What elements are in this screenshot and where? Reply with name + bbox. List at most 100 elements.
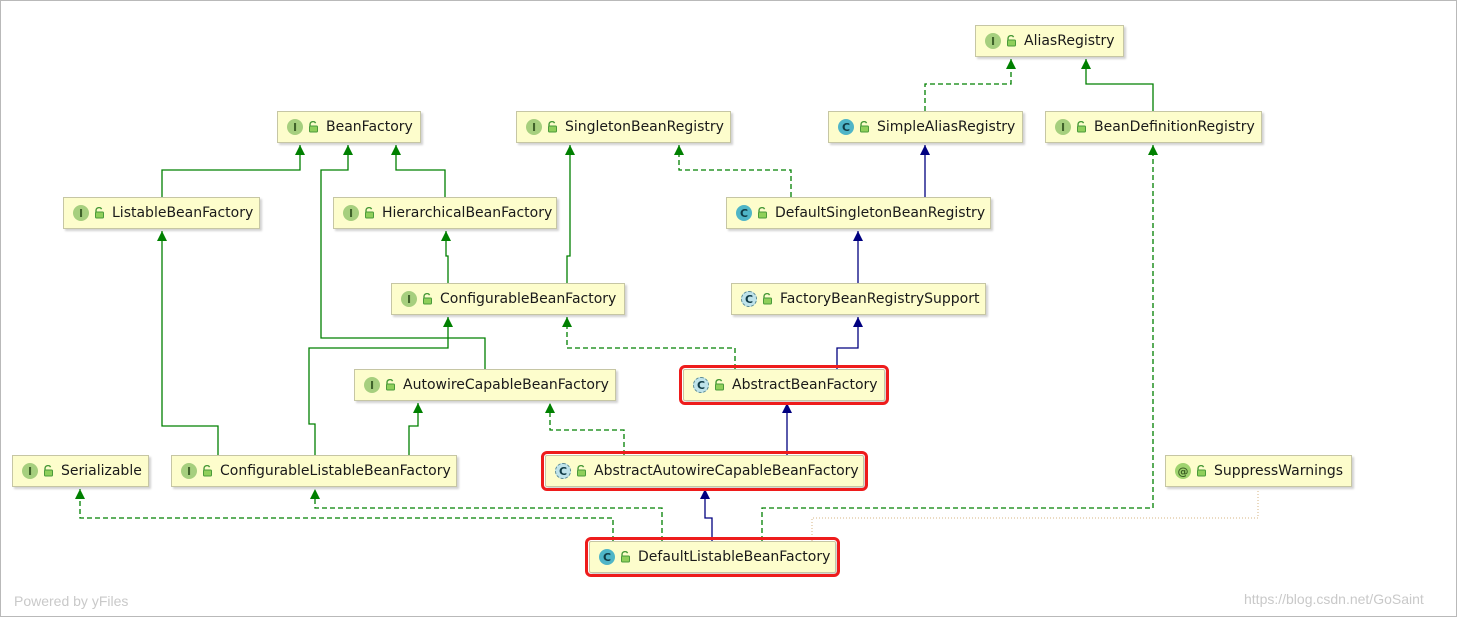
abstract-class-icon: C <box>741 291 757 307</box>
arrowhead-icon <box>565 145 575 155</box>
arrowhead-icon <box>157 231 167 241</box>
public-access-icon <box>715 379 724 391</box>
interface-icon: I <box>401 291 417 307</box>
public-access-icon <box>763 293 772 305</box>
node-label: BeanDefinitionRegistry <box>1094 119 1255 135</box>
arrowhead-icon <box>1081 59 1091 69</box>
node-label: AliasRegistry <box>1024 33 1115 49</box>
arrowhead-icon <box>443 317 453 327</box>
interface-icon: I <box>287 119 303 135</box>
node-label: HierarchicalBeanFactory <box>382 205 553 221</box>
interface-icon: I <box>985 33 1001 49</box>
node-label: DefaultListableBeanFactory <box>638 549 831 565</box>
arrowhead-icon <box>413 403 423 413</box>
edge-defaultlistable-serializable <box>79 489 614 541</box>
node-alias-registry[interactable]: I AliasRegistry <box>975 25 1124 57</box>
node-suppress-warnings[interactable]: @ SuppressWarnings <box>1165 455 1352 487</box>
public-access-icon <box>423 293 432 305</box>
public-access-icon <box>386 379 395 391</box>
edge-autowire-beanfactory <box>320 145 486 369</box>
arrowhead-icon <box>674 145 684 155</box>
arrowhead-icon <box>545 403 555 413</box>
arrowhead-icon <box>441 231 451 241</box>
node-label: SimpleAliasRegistry <box>877 119 1016 135</box>
node-listable-bean-factory[interactable]: I ListableBeanFactory <box>63 197 260 229</box>
edge-conflistable-listable <box>161 231 219 455</box>
node-label: BeanFactory <box>326 119 413 135</box>
node-simple-alias-registry[interactable]: C SimpleAliasRegistry <box>828 111 1023 143</box>
public-access-icon <box>1077 121 1086 133</box>
node-label: ListableBeanFactory <box>112 205 254 221</box>
public-access-icon <box>548 121 557 133</box>
node-bean-definition-registry[interactable]: I BeanDefinitionRegistry <box>1045 111 1262 143</box>
public-access-icon <box>203 465 212 477</box>
node-configurable-listable-bean-factory[interactable]: I ConfigurableListableBeanFactory <box>171 455 457 487</box>
arrowhead-icon <box>700 489 710 499</box>
edge-defaultlistable-abstractautowire <box>704 489 713 541</box>
interface-icon: I <box>364 377 380 393</box>
node-abstract-bean-factory[interactable]: C AbstractBeanFactory <box>679 365 889 405</box>
arrowhead-icon <box>1148 145 1158 155</box>
class-icon: C <box>736 205 752 221</box>
arrowhead-icon <box>920 145 930 155</box>
arrowhead-icon <box>391 145 401 155</box>
edge-listable-beanfactory <box>161 145 301 197</box>
interface-icon: I <box>1055 119 1071 135</box>
public-access-icon <box>309 121 318 133</box>
edge-beandefreg-aliasregistry <box>1085 59 1154 111</box>
edge-simplealias-aliasregistry <box>924 59 1012 111</box>
edge-hierarchical-beanfactory <box>395 145 446 197</box>
abstract-class-icon: C <box>693 377 709 393</box>
arrowhead-icon <box>1006 59 1016 69</box>
arrowhead-icon <box>310 489 320 499</box>
node-label: SuppressWarnings <box>1214 463 1344 479</box>
public-access-icon <box>95 207 104 219</box>
node-abstract-autowire-capable-bean-factory[interactable]: C AbstractAutowireCapableBeanFactory <box>541 451 868 491</box>
public-access-icon <box>621 551 630 563</box>
interface-icon: I <box>22 463 38 479</box>
edge-configurable-singleton <box>566 145 571 283</box>
public-access-icon <box>860 121 869 133</box>
abstract-class-icon: C <box>555 463 571 479</box>
arrowhead-icon <box>343 145 353 155</box>
class-icon: C <box>838 119 854 135</box>
node-label: AutowireCapableBeanFactory <box>403 377 609 393</box>
node-label: ConfigurableListableBeanFactory <box>220 463 451 479</box>
node-label: SingletonBeanRegistry <box>565 119 724 135</box>
node-label: AbstractBeanFactory <box>732 377 878 393</box>
arrowhead-icon <box>782 403 792 413</box>
node-serializable[interactable]: I Serializable <box>12 455 149 487</box>
node-label: DefaultSingletonBeanRegistry <box>775 205 986 221</box>
node-autowire-capable-bean-factory[interactable]: I AutowireCapableBeanFactory <box>354 369 616 401</box>
node-hierarchical-bean-factory[interactable]: I HierarchicalBeanFactory <box>333 197 557 229</box>
edge-configurable-hierarchical <box>445 231 449 283</box>
public-access-icon <box>44 465 53 477</box>
edge-defaultlistable-suppresswarnings <box>811 489 1259 541</box>
arrowhead-icon <box>75 489 85 499</box>
edge-abstractbf-configurable <box>566 317 736 369</box>
edge-abstractbf-factorysupport <box>836 317 859 369</box>
watermark-url: https://blog.csdn.net/GoSaint <box>1244 591 1424 607</box>
edge-abstractautowire-autowire <box>549 403 625 455</box>
node-label: AbstractAutowireCapableBeanFactory <box>594 463 859 479</box>
edge-defaultlistable-conflistable <box>314 489 663 541</box>
edge-defaultlistable-beandefreg <box>761 145 1154 541</box>
node-factory-bean-registry-support[interactable]: C FactoryBeanRegistrySupport <box>731 283 986 315</box>
node-singleton-bean-registry[interactable]: I SingletonBeanRegistry <box>516 111 731 143</box>
node-default-listable-bean-factory[interactable]: C DefaultListableBeanFactory <box>585 537 840 577</box>
interface-icon: I <box>526 119 542 135</box>
edge-defsingleton-singleton <box>678 145 792 197</box>
public-access-icon <box>365 207 374 219</box>
node-configurable-bean-factory[interactable]: I ConfigurableBeanFactory <box>391 283 625 315</box>
interface-icon: I <box>343 205 359 221</box>
arrowhead-icon <box>853 317 863 327</box>
node-default-singleton-bean-registry[interactable]: C DefaultSingletonBeanRegistry <box>726 197 991 229</box>
arrowhead-icon <box>853 231 863 241</box>
node-bean-factory[interactable]: I BeanFactory <box>277 111 421 143</box>
watermark-powered-by: Powered by yFiles <box>14 593 129 609</box>
public-access-icon <box>577 465 586 477</box>
edge-conflistable-configurable <box>308 317 449 455</box>
arrowhead-icon <box>295 145 305 155</box>
interface-icon: I <box>181 463 197 479</box>
